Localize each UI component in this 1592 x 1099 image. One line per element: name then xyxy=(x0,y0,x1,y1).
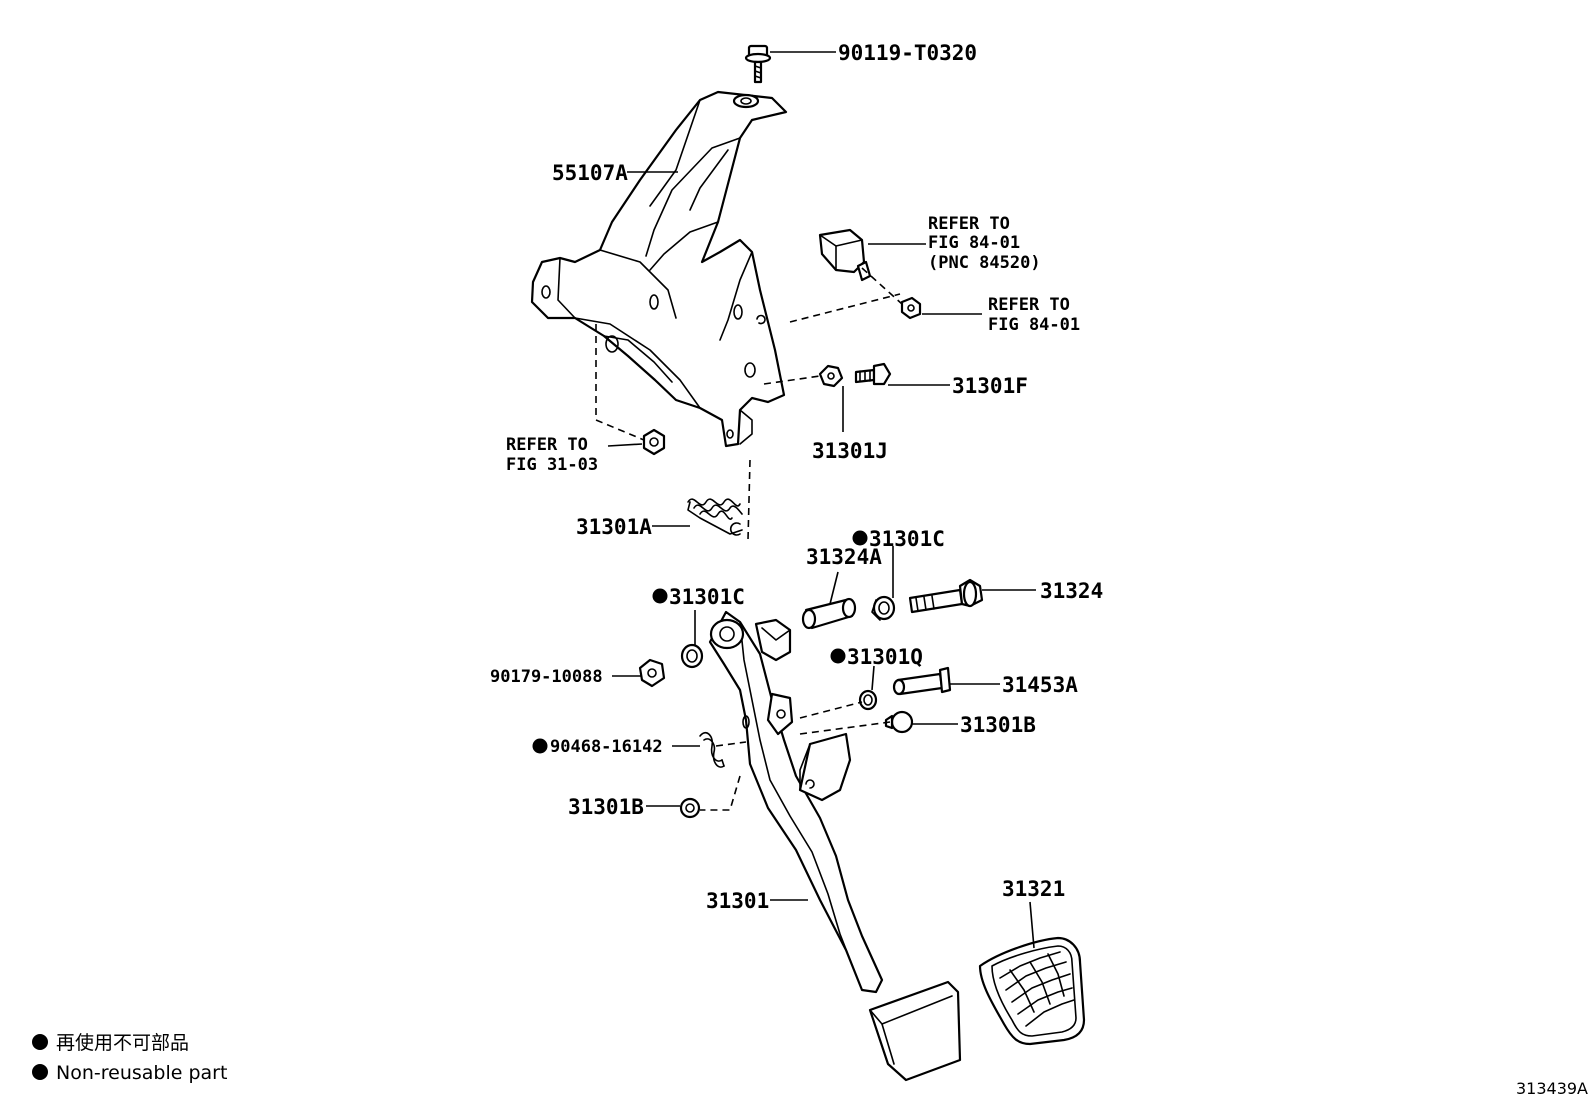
non-reusable-marker-31301c-left xyxy=(652,588,668,604)
clip-90468-16142 xyxy=(699,731,725,768)
non-reusable-marker-31301c-right xyxy=(852,530,868,546)
legend-line-ja: 再使用不可部品 xyxy=(56,1032,189,1054)
label-90179-10088: 90179-10088 xyxy=(490,667,603,687)
label-31301a: 31301A xyxy=(576,515,652,539)
return-spring-31301a xyxy=(687,498,743,536)
refer-fig-84-01-b-line1: REFER TO xyxy=(988,295,1070,315)
bolt-31324 xyxy=(908,578,984,614)
label-31301b-left: 31301B xyxy=(568,795,644,819)
assembly-lines xyxy=(595,267,903,811)
label-90468-16142: 90468-16142 xyxy=(550,737,663,757)
label-31301c-right: 31301C xyxy=(869,527,945,551)
label-31301f: 31301F xyxy=(952,374,1028,398)
switch-nut xyxy=(900,296,922,320)
refer-fig-31-03-line1: REFER TO xyxy=(506,435,588,455)
refer-fig-84-01-a-line2: FIG 84-01 xyxy=(928,233,1020,253)
label-31453a: 31453A xyxy=(1002,673,1078,697)
pedal-pad-base xyxy=(868,980,962,1082)
collar-31324a xyxy=(801,597,857,630)
legend: 再使用不可部品 Non-reusable part xyxy=(32,1032,227,1084)
label-55107a: 55107A xyxy=(552,161,628,185)
label-31321: 31321 xyxy=(1002,877,1065,901)
stopper-31301b-left xyxy=(679,797,701,819)
pin-31453a xyxy=(892,666,952,696)
brake-pedal-lever-31301 xyxy=(708,610,884,994)
non-reusable-marker-90468-16142 xyxy=(532,738,548,754)
nut-31301j xyxy=(818,364,844,388)
pedal-pad-31321 xyxy=(978,936,1086,1046)
refer-fig-84-01-a-line3: (PNC 84520) xyxy=(928,253,1041,273)
refer-fig-84-01-a-line1: REFER TO xyxy=(928,214,1010,234)
label-31324a: 31324A xyxy=(806,545,882,569)
leader-lines xyxy=(607,51,1036,949)
label-31301b-right: 31301B xyxy=(960,713,1036,737)
label-90119-t0320: 90119-T0320 xyxy=(838,41,977,65)
label-31301c-left: 31301C xyxy=(669,585,745,609)
bushing-31301q xyxy=(858,689,878,711)
label-31301: 31301 xyxy=(706,889,769,913)
legend-marker-1 xyxy=(32,1034,48,1050)
figure-id: 313439A xyxy=(1516,1079,1588,1098)
label-31301j: 31301J xyxy=(812,439,888,463)
label-31324: 31324 xyxy=(1040,579,1103,603)
refer-fig-31-03-line2: FIG 31-03 xyxy=(506,455,598,475)
bracket-nut-31-03 xyxy=(642,428,666,456)
legend-marker-2 xyxy=(32,1064,48,1080)
legend-line-en: Non-reusable part xyxy=(56,1062,227,1084)
non-reusable-marker-31301q xyxy=(830,648,846,664)
bushing-31301c-right xyxy=(871,595,896,621)
nut-90179-10088 xyxy=(638,658,666,688)
bolt-31301f xyxy=(854,362,892,386)
pedal-bracket-55107a xyxy=(530,90,788,448)
refer-fig-84-01-b-line2: FIG 84-01 xyxy=(988,315,1080,335)
label-31301q: 31301Q xyxy=(847,645,923,669)
bolt-90119-t0320 xyxy=(744,44,772,84)
bushing-31301c-left xyxy=(680,643,704,669)
stop-lamp-switch xyxy=(818,228,872,282)
